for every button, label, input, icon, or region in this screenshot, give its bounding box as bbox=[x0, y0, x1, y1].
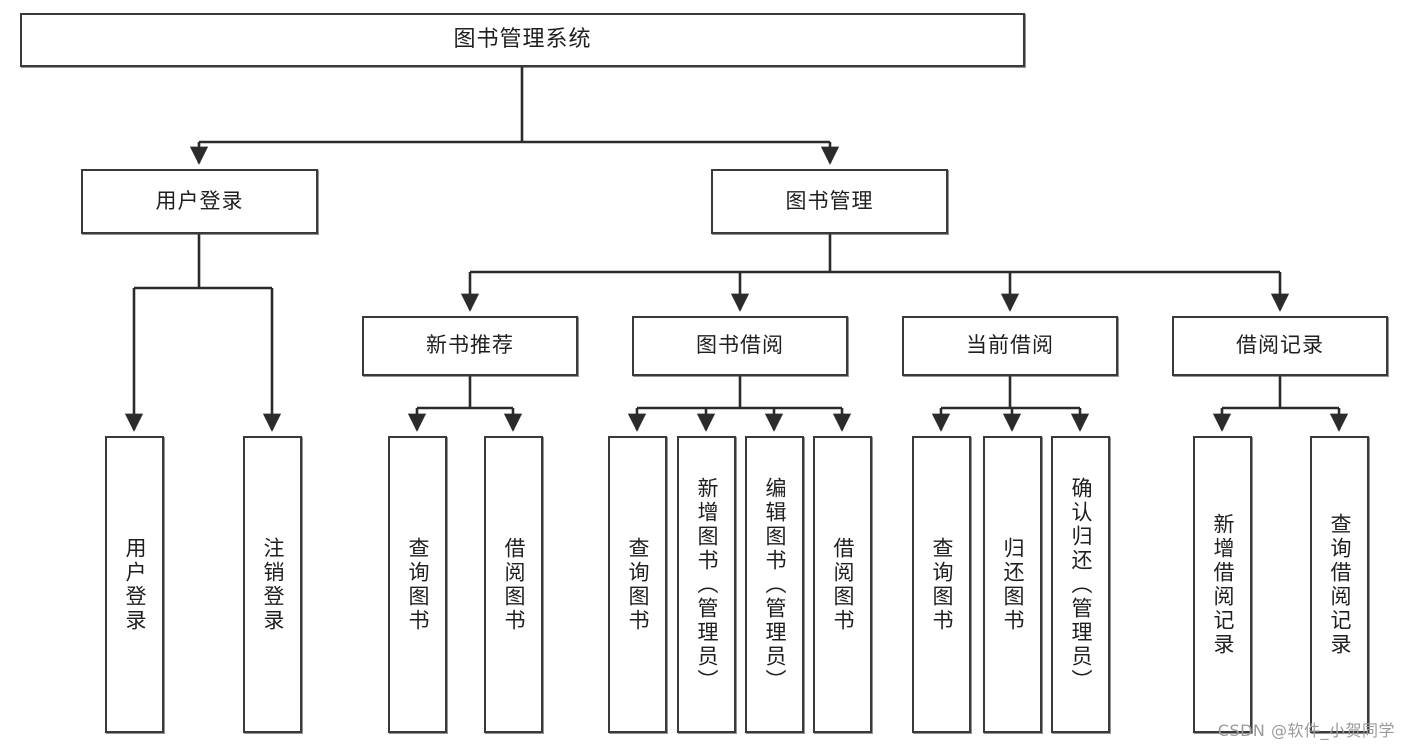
leaf-query-book-recommend[interactable]: 查询图书 bbox=[388, 436, 447, 733]
leaf-add-book-admin[interactable]: 新增图书（管理员） bbox=[677, 436, 736, 733]
node-book-management[interactable]: 图书管理 bbox=[711, 169, 948, 234]
node-label: 用户登录 bbox=[155, 188, 244, 213]
leaf-confirm-return-admin[interactable]: 确认归还（管理员） bbox=[1051, 436, 1110, 733]
node-root-system[interactable]: 图书管理系统 bbox=[20, 13, 1025, 67]
node-label: 确认归还（管理员） bbox=[1068, 476, 1093, 693]
node-label: 图书借阅 bbox=[696, 333, 784, 358]
leaf-borrow-book-recommend[interactable]: 借阅图书 bbox=[484, 436, 543, 733]
node-label: 查询图书 bbox=[929, 536, 954, 633]
watermark: CSDN @软件_小贺同学 bbox=[1217, 721, 1395, 740]
leaf-borrow-book[interactable]: 借阅图书 bbox=[813, 436, 872, 733]
node-label: 查询借阅记录 bbox=[1327, 512, 1352, 657]
node-current-borrow[interactable]: 当前借阅 bbox=[902, 316, 1118, 376]
leaf-user-login[interactable]: 用户登录 bbox=[105, 436, 164, 733]
node-label: 编辑图书（管理员） bbox=[762, 476, 787, 693]
node-label: 归还图书 bbox=[1000, 536, 1025, 633]
node-label: 当前借阅 bbox=[966, 333, 1054, 358]
node-label: 图书管理系统 bbox=[453, 26, 592, 52]
node-label: 图书管理 bbox=[785, 188, 874, 213]
leaf-edit-book-admin[interactable]: 编辑图书（管理员） bbox=[745, 436, 804, 733]
node-label: 借阅记录 bbox=[1236, 333, 1324, 358]
leaf-return-book[interactable]: 归还图书 bbox=[983, 436, 1042, 733]
node-label: 用户登录 bbox=[122, 536, 147, 633]
node-label: 新书推荐 bbox=[426, 333, 514, 358]
node-label: 新增借阅记录 bbox=[1210, 512, 1235, 657]
node-new-book-recommend[interactable]: 新书推荐 bbox=[362, 316, 578, 376]
node-label: 注销登录 bbox=[260, 536, 285, 633]
leaf-query-book-current[interactable]: 查询图书 bbox=[912, 436, 971, 733]
node-user-login[interactable]: 用户登录 bbox=[81, 169, 318, 234]
node-borrow-record[interactable]: 借阅记录 bbox=[1172, 316, 1388, 376]
node-label: 借阅图书 bbox=[830, 536, 855, 633]
leaf-add-borrow-record[interactable]: 新增借阅记录 bbox=[1193, 436, 1252, 733]
node-label: 查询图书 bbox=[405, 536, 430, 633]
node-label: 借阅图书 bbox=[501, 536, 526, 633]
node-label: 新增图书（管理员） bbox=[694, 476, 719, 693]
leaf-query-borrow-record[interactable]: 查询借阅记录 bbox=[1310, 436, 1369, 733]
node-book-borrow[interactable]: 图书借阅 bbox=[632, 316, 848, 376]
leaf-logout[interactable]: 注销登录 bbox=[243, 436, 302, 733]
node-label: 查询图书 bbox=[625, 536, 650, 633]
leaf-query-book-borrow[interactable]: 查询图书 bbox=[608, 436, 667, 733]
